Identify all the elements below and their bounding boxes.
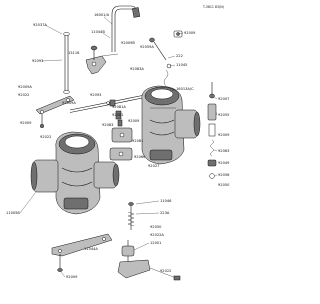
label-92050-right: 92050 <box>218 183 230 187</box>
label-222: 222 <box>176 54 183 58</box>
label-92022-left: 92022 <box>40 135 51 139</box>
bottom-spring-drawing <box>127 202 135 230</box>
right-column-parts-drawing <box>207 82 217 179</box>
label-92009-right: 92009 <box>218 133 230 137</box>
label-92081b: 92081 <box>132 139 143 143</box>
label-92009c: 92009 <box>128 119 140 123</box>
label-11044a: 11044A <box>84 247 98 251</box>
label-12001: 12001 <box>150 241 161 245</box>
right-top-screw-drawing <box>149 37 172 87</box>
left-bracket-drawing <box>35 95 75 129</box>
label-92083a: 92083A <box>130 67 144 71</box>
label-11045: 11045 <box>176 63 187 67</box>
label-92009-r2: 92009 <box>20 121 32 125</box>
label-92022: 92022 <box>18 93 29 97</box>
carburetor-exploded-diagram: T-3611 83(N) <box>6 5 230 281</box>
left-carburetor-body <box>30 131 120 215</box>
label-92022-bot: 92022 <box>160 269 171 273</box>
diagram-code: T-3611 83(N) <box>202 5 224 9</box>
label-92049: 92049 <box>218 161 230 165</box>
left-top-fitting-drawing <box>63 32 70 94</box>
label-92022a: 92022A <box>150 233 164 237</box>
label-92009-top: 92009 <box>184 31 196 35</box>
label-16013a: 16013A/C <box>176 87 194 91</box>
label-11005b: 11005B <box>6 211 20 215</box>
label-92093-mid: 92093 <box>90 93 101 97</box>
label-92009a: 92009A <box>18 85 32 89</box>
throttle-bracket-drawing <box>85 45 119 75</box>
label-92055: 92055 <box>218 113 229 117</box>
label-92083: 92083 <box>102 123 113 127</box>
label-92027: 92027 <box>148 164 159 168</box>
label-92056: 92056 <box>218 173 230 177</box>
label-92081a: 92081A <box>112 105 126 109</box>
label-16001a: 16001/A <box>94 13 110 17</box>
linkage-rod-drawing <box>69 93 151 127</box>
right-carburetor-body <box>141 85 201 165</box>
label-92009b: 92009B <box>121 41 135 45</box>
vent-hose-drawing <box>111 5 141 52</box>
label-92081: 92081 <box>112 113 123 117</box>
label-92063: 92063 <box>218 149 229 153</box>
label-92009a-b: 92009A <box>62 101 76 105</box>
label-11046: 11046 <box>160 199 172 203</box>
parts-diagram-sheet: T-3611 83(N) <box>6 5 231 281</box>
label-92007: 92007 <box>218 97 229 101</box>
bottom-bracket-plate-drawing <box>51 233 113 272</box>
label-223a: 223A <box>160 211 170 215</box>
label-92009-bot: 92009 <box>66 275 78 279</box>
label-92066: 92066 <box>134 155 146 159</box>
label-11044b: 11044B <box>91 30 105 34</box>
center-joint-drawing <box>109 127 133 161</box>
label-92037a: 92037A <box>33 23 47 27</box>
label-13116: 13116 <box>68 51 80 55</box>
label-92093-left: 92093 <box>32 59 43 63</box>
bottom-throttle-assembly-drawing <box>117 240 181 281</box>
label-92050: 92050 <box>150 225 162 229</box>
label-92059a: 92059A <box>140 45 154 49</box>
